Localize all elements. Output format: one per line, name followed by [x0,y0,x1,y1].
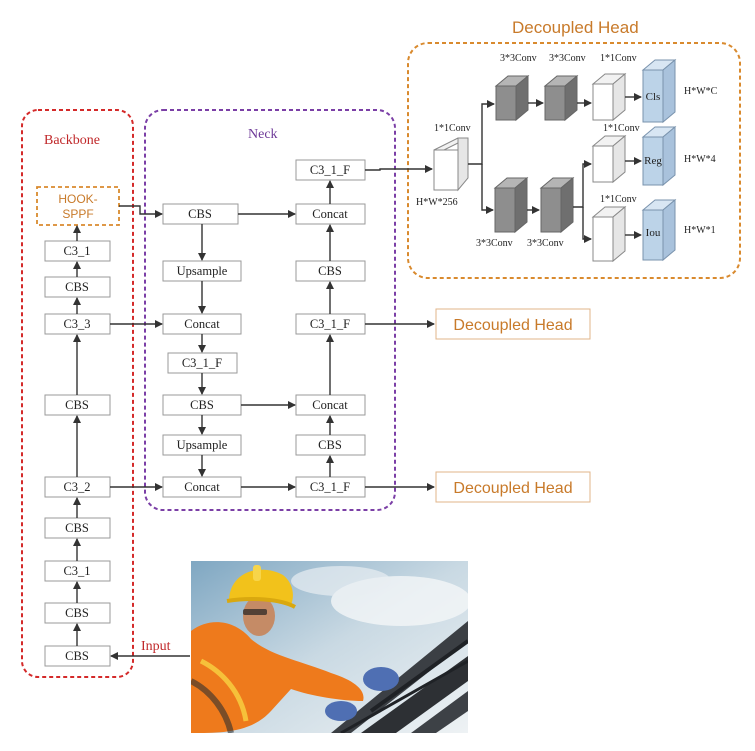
head-arrows [468,93,642,243]
roof-structure [331,621,468,733]
hook-sppf-label-1: HOOK- [58,192,97,206]
svg-text:Upsample: Upsample [177,264,228,278]
head-bot-conv-2-label: 3*3Conv [527,238,564,249]
head-input-dim-label: H*W*256 [416,197,458,208]
head-top-conv-3 [591,72,627,122]
neck-c3-1-f-top: C3_1_F [295,159,366,181]
neck-concat-right-1: Concat [295,203,366,225]
decoupled-head-output-low: Decoupled Head [435,471,591,503]
svg-text:C3_1_F: C3_1_F [310,480,350,494]
svg-text:Reg: Reg [644,155,662,167]
backbone-cbs-5: CBS [44,645,111,667]
svg-text:C3_1: C3_1 [63,564,90,578]
neck-c3-1-f-left: C3_1_F [167,352,238,374]
neck-upsample-2: Upsample [162,434,242,456]
head-top-conv-2 [543,74,579,122]
backbone-cbs-1: CBS [44,276,111,298]
head-output-cls: Cls [641,58,677,124]
backbone-cbs-3: CBS [44,517,111,539]
input-label: Input [141,639,171,654]
backbone-c3-1-bottom: C3_1 [44,560,111,582]
head-top-conv-2-label: 3*3Conv [549,53,586,64]
neck-concat-right-2: Concat [295,394,366,416]
neck-arrows [110,165,435,491]
head-top-conv-1 [494,74,530,122]
svg-text:CBS: CBS [65,521,89,535]
worker-glove [363,667,399,691]
decoupled-head-frame [407,42,741,279]
decoupled-head-output-mid: Decoupled Head [435,308,591,340]
input-photo-worker [191,561,468,733]
svg-text:Upsample: Upsample [177,438,228,452]
svg-text:Iou: Iou [646,227,661,239]
hook-sppf-label-2: SPPF [62,207,93,221]
svg-text:Concat: Concat [184,317,220,331]
svg-text:C3_1_F: C3_1_F [182,356,222,370]
neck-cbs-top: CBS [162,203,239,225]
svg-text:CBS: CBS [190,398,214,412]
head-top-conv-3-label: 1*1Conv [600,53,637,64]
svg-text:CBS: CBS [65,649,89,663]
svg-text:CBS: CBS [318,264,342,278]
svg-text:C3_3: C3_3 [63,317,90,331]
svg-text:Concat: Concat [312,398,348,412]
neck-c3-1-f-bottom: C3_1_F [295,476,366,498]
backbone-cbs-4: CBS [44,602,111,624]
svg-text:Cls: Cls [646,91,661,103]
backbone-c3-2: C3_2 [44,476,111,498]
svg-text:CBS: CBS [188,207,212,221]
svg-text:C3_2: C3_2 [63,480,90,494]
head-mid-conv-label: 1*1Conv [603,123,640,134]
head-dim-cls: H*W*C [684,86,718,97]
head-bot-conv-3-label: 1*1Conv [600,194,637,205]
head-bot-conv-3 [591,205,627,263]
head-input-conv-label: 1*1Conv [434,123,471,134]
svg-text:CBS: CBS [65,398,89,412]
svg-text:CBS: CBS [65,606,89,620]
head-dim-reg: H*W*4 [684,154,716,165]
svg-text:C3_1_F: C3_1_F [310,163,350,177]
backbone-title: Backbone [44,133,100,148]
head-bot-conv-1 [493,176,529,234]
svg-text:C3_1: C3_1 [63,244,90,258]
neck-cbs-mid: CBS [162,394,242,416]
head-bot-conv-1-label: 3*3Conv [476,238,513,249]
head-top-conv-1-label: 3*3Conv [500,53,537,64]
svg-text:CBS: CBS [318,438,342,452]
svg-text:C3_1_F: C3_1_F [310,317,350,331]
svg-text:Concat: Concat [184,480,220,494]
head-mid-conv [591,134,627,184]
neck-cbs-right-2: CBS [295,434,366,456]
neck-title: Neck [248,127,278,142]
backbone-c3-1-top: C3_1 [44,240,111,262]
hook-sppf-box [36,186,120,226]
backbone-c3-3: C3_3 [44,313,111,335]
svg-text:Decoupled Head: Decoupled Head [453,317,572,334]
decoupled-head-title: Decoupled Head [512,18,639,37]
worker-face [243,596,275,636]
backbone-cbs-2: CBS [44,394,111,416]
head-input-conv-block [433,137,469,192]
worker-yellow-helmet [229,569,293,605]
svg-text:CBS: CBS [65,280,89,294]
svg-text:Concat: Concat [312,207,348,221]
head-dim-iou: H*W*1 [684,225,716,236]
head-bot-conv-2 [539,176,575,234]
neck-upsample-1: Upsample [162,260,242,282]
worker-orange-shirt [191,622,364,733]
neck-c3-1-f-mid: C3_1_F [295,313,366,335]
backbone-frame [21,109,134,678]
head-output-reg: Reg [641,125,677,187]
svg-text:Decoupled Head: Decoupled Head [453,480,572,497]
head-output-iou: Iou [641,198,677,262]
neck-concat-left-1: Concat [162,313,242,335]
neck-frame [144,109,396,511]
neck-cbs-right-1: CBS [295,260,366,282]
neck-concat-left-2: Concat [162,476,242,498]
